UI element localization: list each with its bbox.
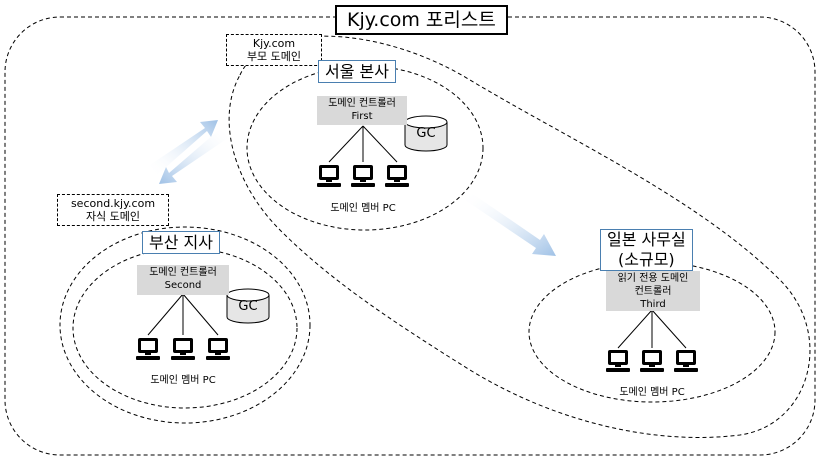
parent-domain-role: 부모 도메인 xyxy=(246,50,302,63)
trust-arrow-up xyxy=(150,120,218,175)
japan-members-caption: 도메인 멤버 PC xyxy=(619,387,685,398)
busan-gc-label: GC xyxy=(238,299,258,314)
japan-pc-1 xyxy=(606,350,630,372)
japan-dc-label-2: 컨트롤러 xyxy=(634,286,672,297)
japan-domain-controller: 읽기 전용 도메인 컨트롤러 Third xyxy=(606,271,700,311)
busan-members-caption: 도메인 멤버 PC xyxy=(150,375,216,386)
japan-dc-name: Third xyxy=(640,299,666,310)
japan-pc-3 xyxy=(674,350,698,372)
busan-pc-3 xyxy=(206,338,230,360)
busan-domain-controller: 도메인 컨트롤러 Second xyxy=(137,265,229,295)
busan-site-boundary xyxy=(72,247,298,409)
japan-site-title-line1: 일본 사무실 xyxy=(607,230,686,249)
seoul-gc-cylinder xyxy=(404,115,448,152)
busan-site-title: 부산 지사 xyxy=(142,231,220,254)
trust-arrow-down xyxy=(159,128,228,184)
seoul-domain-controller: 도메인 컨트롤러 First xyxy=(317,96,407,125)
child-domain-name: second.kjy.com xyxy=(70,197,156,210)
child-domain-boundary xyxy=(59,226,311,424)
japan-dc-label-1: 읽기 전용 도메인 xyxy=(617,273,689,284)
seoul-dc-label: 도메인 컨트롤러 xyxy=(328,98,396,109)
parent-domain-boundary xyxy=(228,35,811,438)
forest-title: Kjy.com 포리스트 xyxy=(335,5,508,35)
seoul-network-lines xyxy=(328,125,398,163)
seoul-members-caption: 도메인 멤버 PC xyxy=(330,203,396,214)
seoul-gc-label: GC xyxy=(416,126,436,141)
busan-gc-cylinder xyxy=(226,288,270,324)
seoul-pc-3 xyxy=(385,165,409,187)
seoul-site-boundary xyxy=(246,65,484,231)
japan-network-lines xyxy=(617,309,687,349)
seoul-pc-2 xyxy=(351,165,375,187)
child-domain-label: second.kjy.com 자식 도메인 xyxy=(57,194,169,226)
seoul-dc-name: First xyxy=(351,111,373,122)
busan-pc-1 xyxy=(136,338,160,360)
replication-arrow xyxy=(465,192,556,256)
seoul-site-title: 서울 본사 xyxy=(318,60,396,83)
busan-pc-2 xyxy=(171,338,195,360)
busan-dc-label: 도메인 컨트롤러 xyxy=(149,267,217,278)
busan-network-lines xyxy=(147,293,219,336)
japan-site-title: 일본 사무실 (소규모) xyxy=(600,229,693,271)
child-domain-role: 자식 도메인 xyxy=(85,210,141,223)
seoul-pc-1 xyxy=(317,165,341,187)
busan-dc-name: Second xyxy=(164,280,202,291)
parent-domain-label: Kjy.com 부모 도메인 xyxy=(226,34,322,66)
japan-pc-2 xyxy=(640,350,664,372)
japan-site-title-line2: (소규모) xyxy=(618,250,675,269)
parent-domain-name: Kjy.com xyxy=(252,37,296,50)
